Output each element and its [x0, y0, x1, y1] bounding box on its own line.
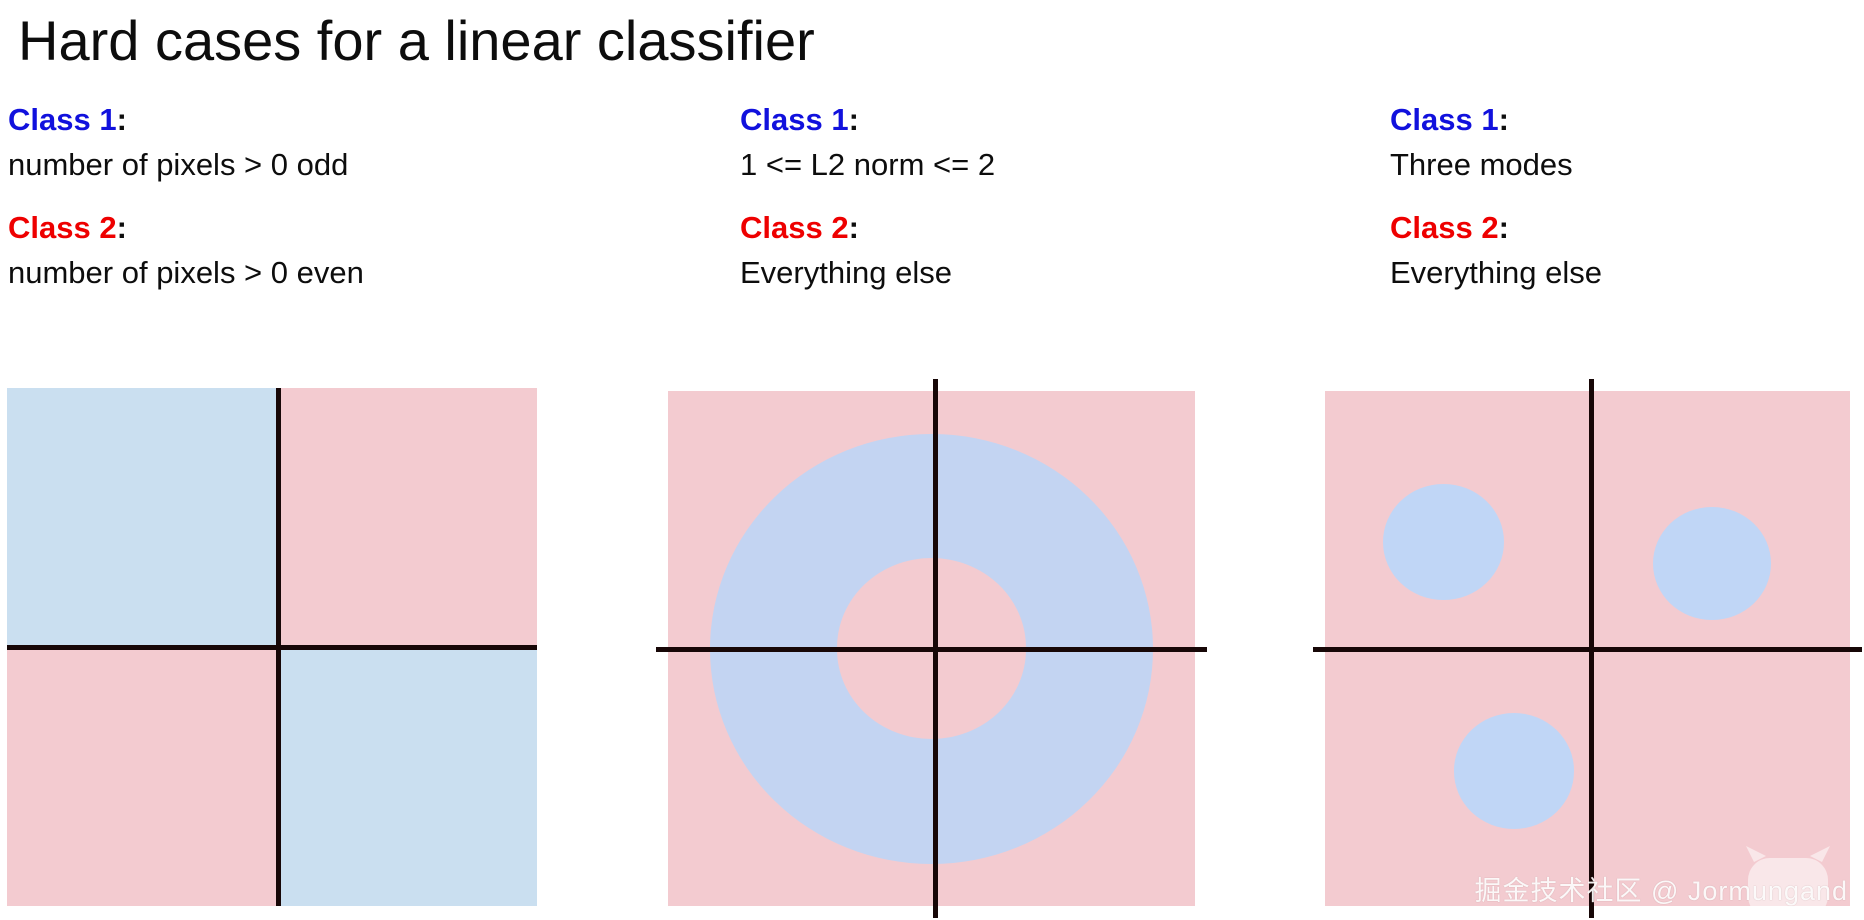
- vertical-axis-line: [276, 388, 282, 906]
- mode-blob-top-left: [1382, 483, 1504, 600]
- horizontal-axis-line: [7, 644, 537, 650]
- column-text-block-2: Class 1: 1 <= L2 norm <= 2 Class 2: Ever…: [740, 104, 1260, 288]
- horizontal-axis-line: [1313, 647, 1862, 653]
- class-2-label: Class 2: [1390, 210, 1499, 245]
- figure-annulus-ring: [656, 379, 1207, 918]
- page-title: Hard cases for a linear classifier: [18, 9, 815, 72]
- horizontal-axis-line: [656, 647, 1207, 653]
- watermark-logo-icon: [1746, 846, 1830, 918]
- figure-three-modes: [1313, 379, 1862, 918]
- class-2-colon: :: [848, 210, 859, 245]
- class-2-label: Class 2: [740, 210, 849, 245]
- vertical-axis-line: [1588, 379, 1594, 918]
- class-2-description: Everything else: [740, 255, 952, 290]
- quadrant-bottom-right: [276, 644, 537, 906]
- class-2-description: Everything else: [1390, 255, 1602, 290]
- class-2-description: number of pixels > 0 even: [8, 255, 364, 290]
- quadrant-bottom-left: [7, 644, 277, 906]
- class-1-description: Three modes: [1390, 147, 1573, 182]
- class-1-heading: Class 1:: [1390, 104, 1860, 135]
- class-1-heading: Class 1:: [740, 104, 1260, 135]
- class-1-colon: :: [848, 102, 859, 137]
- class-2-heading: Class 2:: [8, 212, 548, 243]
- vertical-axis-line: [932, 379, 938, 918]
- class-2-colon: :: [116, 210, 127, 245]
- class-1-label: Class 1: [8, 102, 117, 137]
- quadrant-top-right: [276, 388, 537, 645]
- class-2-heading: Class 2:: [740, 212, 1260, 243]
- class-1-colon: :: [116, 102, 127, 137]
- quadrant-grid: [7, 388, 537, 906]
- class-1-label: Class 1: [740, 102, 849, 137]
- class-1-description: 1 <= L2 norm <= 2: [740, 147, 996, 182]
- class-2-label: Class 2: [8, 210, 117, 245]
- column-text-block-3: Class 1: Three modes Class 2: Everything…: [1390, 104, 1860, 288]
- class-1-colon: :: [1498, 102, 1509, 137]
- class-2-colon: :: [1498, 210, 1509, 245]
- column-text-block-1: Class 1: number of pixels > 0 odd Class …: [8, 104, 548, 288]
- class-1-description: number of pixels > 0 odd: [8, 147, 349, 182]
- figure-xor-checkerboard: [7, 388, 537, 906]
- class-2-heading: Class 2:: [1390, 212, 1860, 243]
- quadrant-top-left: [7, 388, 277, 645]
- class-1-label: Class 1: [1390, 102, 1499, 137]
- mode-blob-bottom-left: [1453, 712, 1575, 829]
- mode-blob-top-right: [1653, 506, 1772, 621]
- class-1-heading: Class 1:: [8, 104, 548, 135]
